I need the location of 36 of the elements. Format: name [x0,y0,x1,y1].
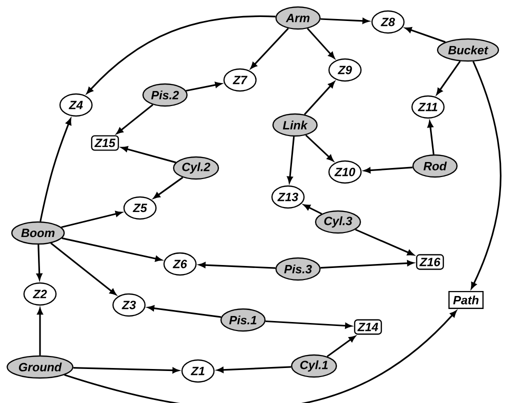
arrow [320,260,414,269]
rounded-box: Z16 [416,254,444,270]
arrow [64,310,457,403]
arrow [364,166,413,174]
arrow [153,176,184,199]
arrow [37,308,43,356]
arrow [61,210,122,228]
arrow [436,60,461,95]
arrow [50,242,116,296]
box: Path [448,290,484,309]
arrow [73,367,180,374]
arrow [427,120,434,154]
arrow [405,27,446,43]
arrow [305,134,334,162]
arrow [265,320,352,329]
arrow [40,118,72,222]
arrow [216,366,292,373]
arrow [287,136,295,184]
arrow [36,244,42,280]
arrow [250,28,289,69]
rounded-box: Z15 [91,135,119,151]
arrow [355,228,414,256]
arrow [62,237,162,262]
arrow [306,28,335,59]
arrow [326,336,356,358]
rounded-box: Z14 [354,319,382,335]
arrow [121,146,176,164]
arrow [304,81,335,116]
arrow [186,82,222,92]
arrow [304,204,322,215]
arrow [470,61,502,289]
arrow [116,104,154,134]
arrow [86,15,276,94]
arrow [320,18,370,24]
arrow [198,262,276,269]
arrow [148,305,222,318]
